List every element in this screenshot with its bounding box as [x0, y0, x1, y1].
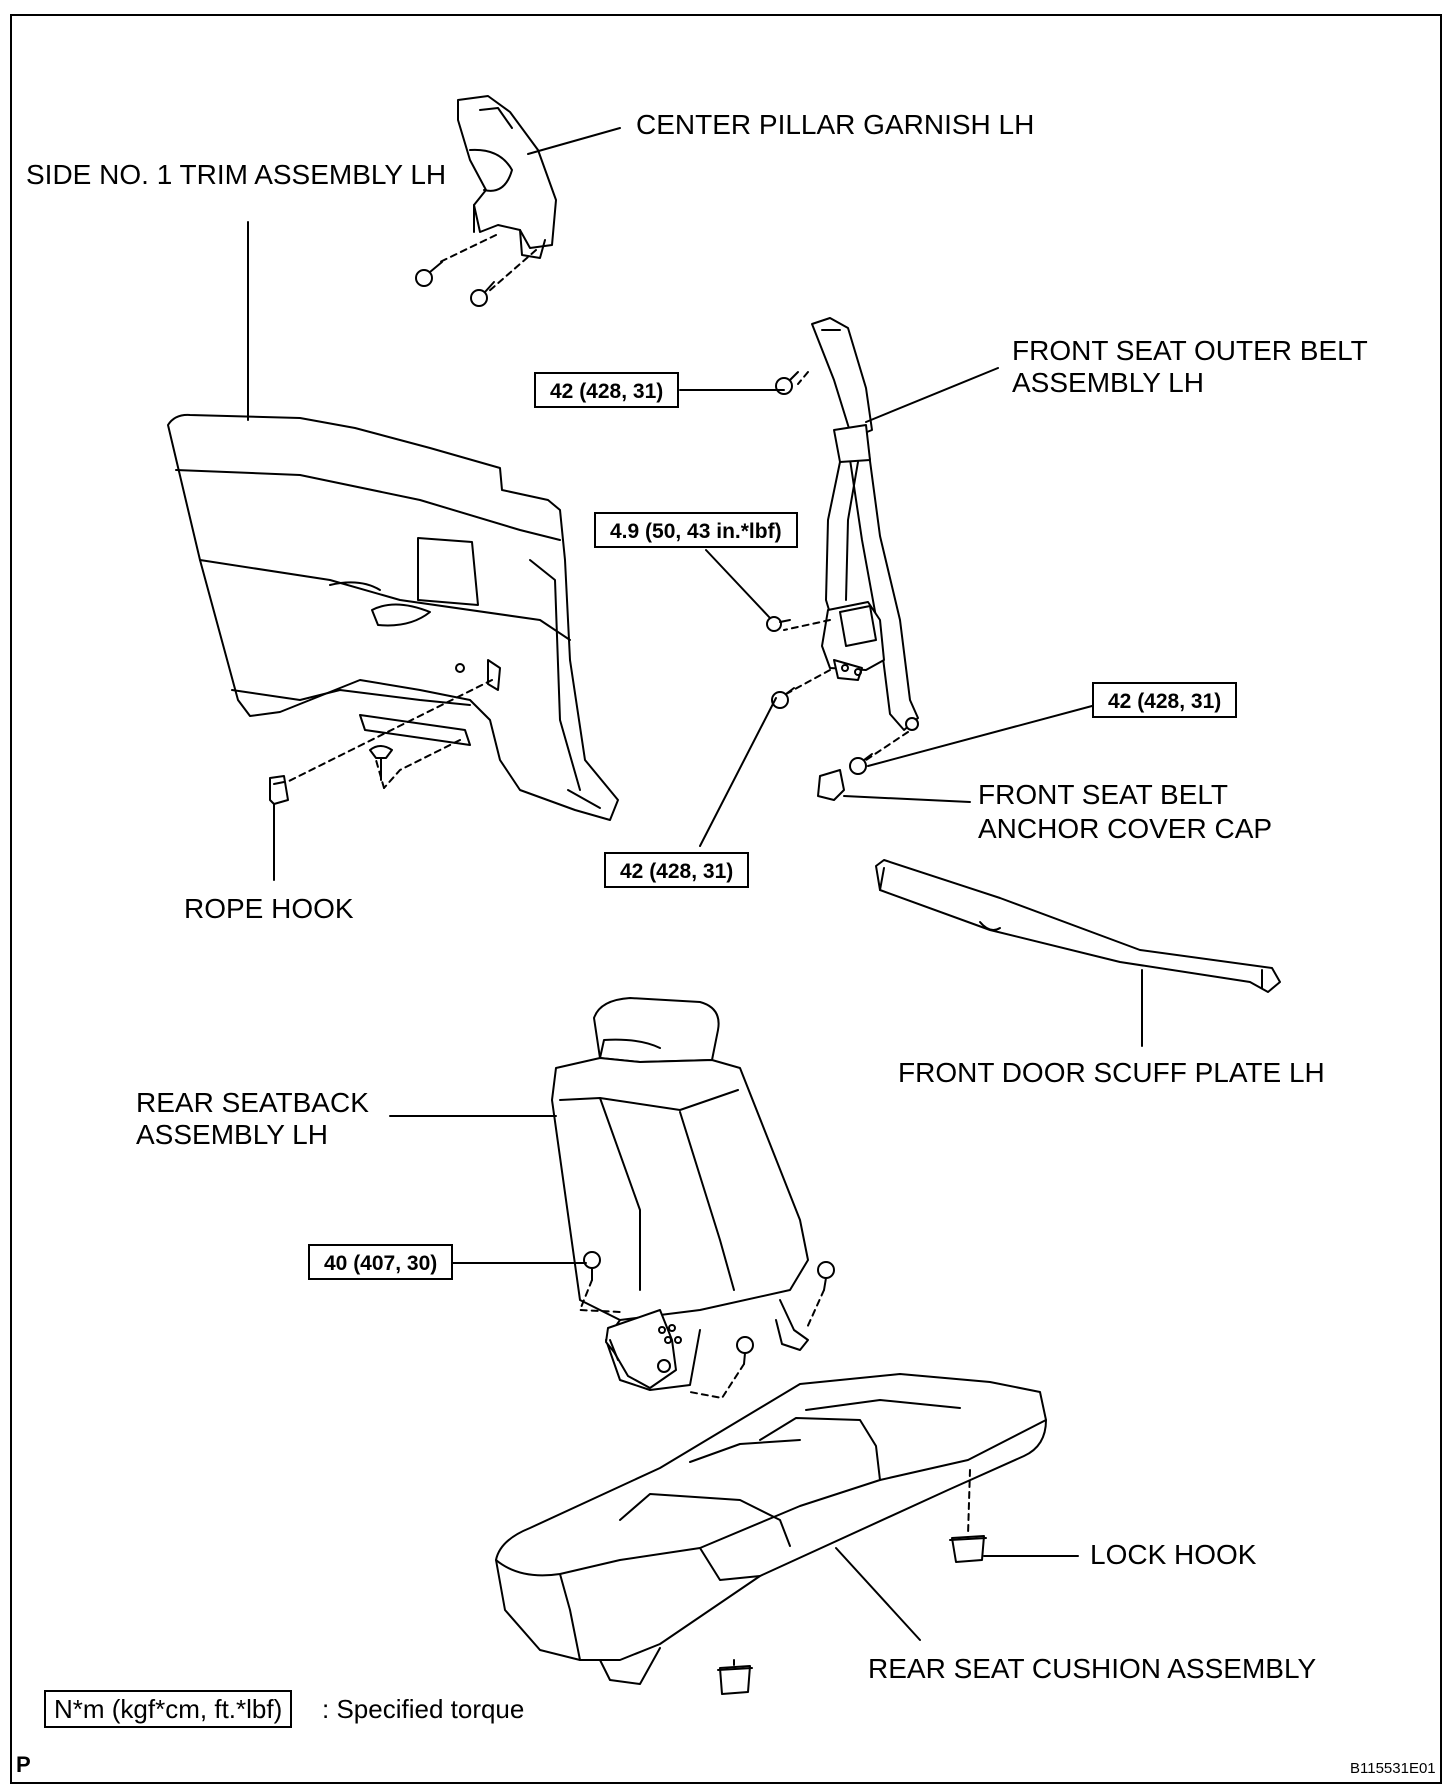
legend-torque-unit: N*m (kgf*cm, ft.*lbf)	[44, 1690, 293, 1728]
label-center-pillar-garnish: CENTER PILLAR GARNISH LH	[636, 109, 1035, 140]
corner-mark: P	[16, 1752, 31, 1777]
torque-belt-lower-bolt: 42 (428, 31)	[604, 852, 750, 888]
legend-description: : Specified torque	[322, 1694, 525, 1724]
label-scuff-plate: FRONT DOOR SCUFF PLATE LH	[898, 1057, 1325, 1088]
label-anchor-cap-line2: ANCHOR COVER CAP	[978, 813, 1273, 844]
center-pillar-garnish-part	[457, 95, 557, 259]
torque-seatback-bolt: 40 (407, 30)	[308, 1244, 454, 1280]
seatback-bolts	[579, 1251, 835, 1399]
pillar-screws	[415, 234, 537, 307]
outer-belt-part	[811, 317, 919, 731]
scuff-plate-part	[875, 859, 1281, 993]
torque-belt-upper-bolt: 42 (428, 31)	[534, 372, 680, 408]
torque-belt-retractor-bolt: 4.9 (50, 43 in.*lbf)	[594, 512, 798, 548]
rear-seat-cushion-part	[495, 1373, 1047, 1685]
torque-belt-anchor-bolt: 42 (428, 31)	[1092, 682, 1238, 718]
lock-hooks	[717, 1469, 987, 1695]
label-seatback-line1: REAR SEATBACK	[136, 1087, 369, 1118]
leader-lines	[247, 127, 1143, 1641]
label-seatback-line2: ASSEMBLY LH	[136, 1119, 328, 1150]
label-outer-belt-line1: FRONT SEAT OUTER BELT	[1012, 335, 1368, 366]
rope-hook-part	[269, 775, 289, 805]
label-anchor-cap-line1: FRONT SEAT BELT	[978, 779, 1228, 810]
side-trim-part	[167, 413, 619, 821]
trim-clips	[286, 679, 493, 789]
figure-code: B115531E01	[1350, 1760, 1436, 1777]
diagram-frame	[10, 14, 1442, 1784]
label-rope-hook: ROPE HOOK	[184, 893, 354, 924]
label-outer-belt-line2: ASSEMBLY LH	[1012, 367, 1204, 398]
anchor-cover-cap-part	[817, 769, 845, 801]
belt-bolts	[766, 371, 909, 775]
label-lock-hook: LOCK HOOK	[1090, 1539, 1257, 1570]
rear-seatback-part	[551, 997, 809, 1391]
label-side-trim: SIDE NO. 1 TRIM ASSEMBLY LH	[26, 159, 447, 190]
label-rear-seat-cushion: REAR SEAT CUSHION ASSEMBLY	[868, 1653, 1317, 1684]
